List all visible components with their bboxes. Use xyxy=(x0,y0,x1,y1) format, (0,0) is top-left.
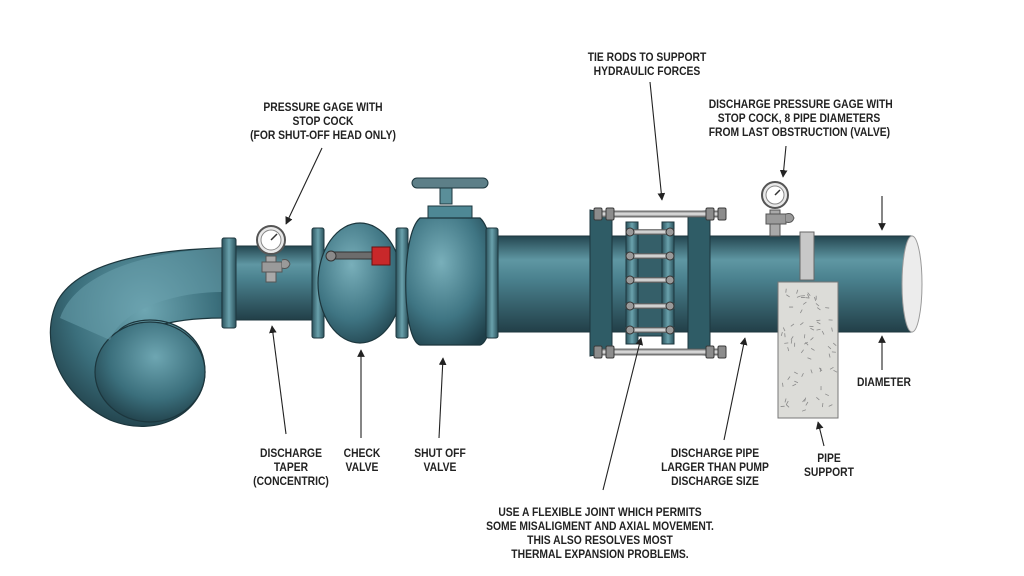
tie-rod-nut xyxy=(593,207,603,221)
concrete-speckle xyxy=(799,309,803,314)
concrete-speckle xyxy=(805,401,809,406)
concrete-speckle xyxy=(800,349,804,354)
concrete-speckle xyxy=(816,397,820,401)
concrete-speckle xyxy=(787,347,790,352)
concrete-speckle xyxy=(825,393,829,397)
label-diameter: DIAMETER xyxy=(857,375,911,389)
concrete-speckle xyxy=(833,369,838,373)
concrete-speckle xyxy=(816,307,821,311)
concrete-speckle xyxy=(816,328,821,331)
concrete-speckle xyxy=(796,289,799,294)
check-valve xyxy=(311,222,409,344)
shut-off-valve xyxy=(405,177,499,346)
concrete-speckle xyxy=(787,376,791,380)
leader-lines xyxy=(269,81,886,491)
concrete-speckle xyxy=(807,292,811,296)
bolt-head xyxy=(665,325,675,335)
bolt-head xyxy=(665,227,675,237)
concrete-speckle xyxy=(805,297,810,299)
tie-rod-nut xyxy=(705,345,715,359)
concrete-speckle xyxy=(785,404,790,408)
concrete-speckle xyxy=(827,345,832,350)
concrete-speckle xyxy=(802,301,807,305)
concrete-speckle xyxy=(818,367,823,372)
concrete-speckle xyxy=(821,403,824,408)
concrete-speckle xyxy=(821,330,825,335)
concrete-speckle xyxy=(804,397,807,402)
concrete-speckle xyxy=(816,319,821,322)
pressure-gage-icon xyxy=(256,225,291,283)
concrete-speckle xyxy=(794,380,799,384)
bolt-head xyxy=(625,251,635,261)
concrete-speckle xyxy=(784,342,789,344)
bolt-head xyxy=(665,275,675,285)
tie-rod-nut xyxy=(717,345,727,359)
concrete-speckle xyxy=(807,357,812,360)
concrete-speckle xyxy=(786,294,790,298)
tie-rod-nut xyxy=(605,345,615,359)
tie-rod xyxy=(597,348,723,356)
concrete-speckle xyxy=(784,398,787,403)
pipe-support xyxy=(777,231,839,419)
concrete-speckle xyxy=(832,342,837,347)
concrete-speckle xyxy=(790,323,795,327)
tie-rod-nut xyxy=(705,207,715,221)
concrete-speckle xyxy=(794,371,798,375)
concrete-speckle xyxy=(816,321,821,325)
concrete-speckle xyxy=(785,400,789,405)
bolt-head xyxy=(625,301,635,311)
tie-rod-nut xyxy=(605,207,615,221)
bolt-head xyxy=(625,275,635,285)
concrete-speckle xyxy=(805,341,809,346)
concrete-speckle xyxy=(790,339,793,344)
concrete-speckle xyxy=(790,336,794,340)
concrete-speckle xyxy=(814,296,817,301)
tie-rods xyxy=(593,207,727,359)
concrete-speckle xyxy=(815,303,820,307)
concrete-speckle xyxy=(801,372,804,377)
concrete-speckle xyxy=(803,334,806,339)
concrete-speckle xyxy=(792,383,797,387)
bolt-head xyxy=(665,301,675,311)
concrete-speckle xyxy=(807,294,810,298)
concrete-speckle xyxy=(780,331,783,337)
concrete-speckle xyxy=(810,327,815,331)
bolt-head xyxy=(665,251,675,261)
concrete-speckle xyxy=(796,295,801,298)
concrete-speckle xyxy=(782,327,786,332)
concrete-speckle xyxy=(828,353,831,358)
concrete-speckle xyxy=(800,322,804,326)
concrete-speckle xyxy=(828,404,833,407)
concrete-speckle xyxy=(819,367,822,372)
concrete-speckle xyxy=(810,369,813,374)
concrete-speckle xyxy=(829,366,834,370)
concrete-speckle xyxy=(801,409,806,412)
concrete-speckle xyxy=(802,398,806,403)
tie-rod-nut xyxy=(593,345,603,359)
pipe-elbow xyxy=(49,247,223,427)
discharge-pressure-gage-icon xyxy=(761,181,795,237)
bolt-head xyxy=(625,325,635,335)
bolt-head xyxy=(625,227,635,237)
tie-rod xyxy=(597,210,723,218)
concrete-speckle xyxy=(782,382,784,387)
joint-bolts xyxy=(625,227,675,335)
tie-rod-nut xyxy=(717,207,727,221)
concrete-speckle xyxy=(810,337,814,341)
concrete-speckle xyxy=(831,327,833,332)
concrete-speckle xyxy=(810,348,815,351)
